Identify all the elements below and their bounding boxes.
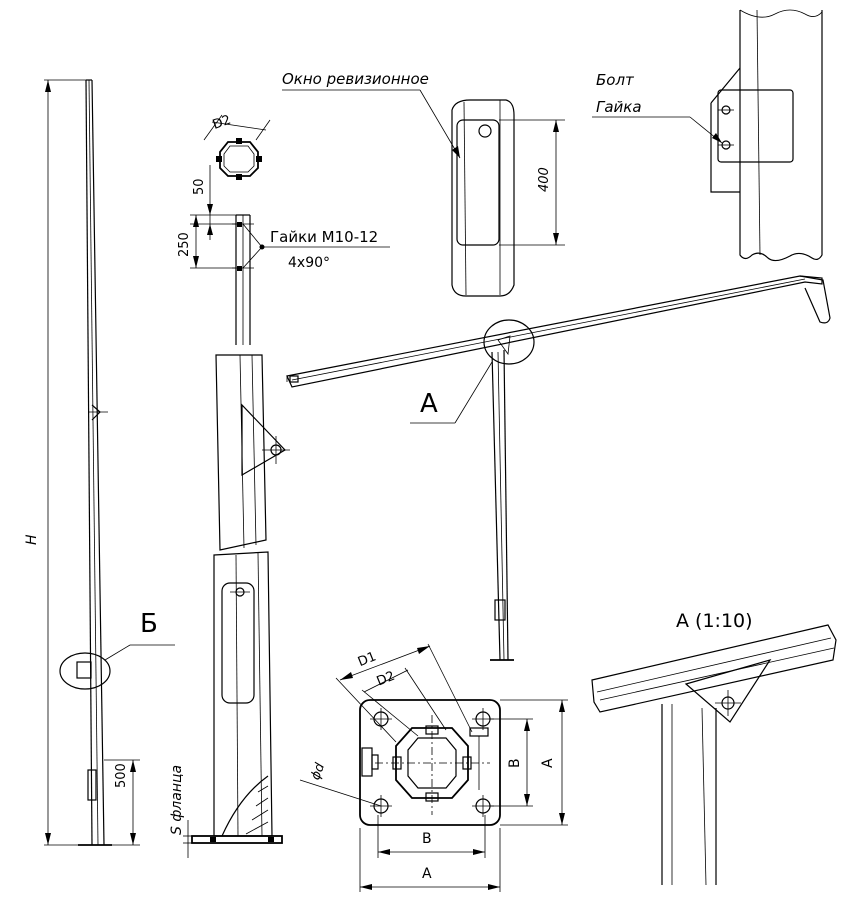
pole-lower-section: S фланца bbox=[169, 551, 283, 858]
callout-b: Б bbox=[140, 609, 158, 639]
pole-top-detail: D2 50 250 Гайки М10-12 4x90° bbox=[177, 113, 390, 345]
pole-middle-section bbox=[215, 354, 290, 551]
dim-250: 250 bbox=[177, 232, 192, 257]
dim-50: 50 bbox=[192, 178, 207, 195]
callout-a: А bbox=[420, 389, 438, 419]
flange-label: S фланца bbox=[169, 765, 185, 835]
nuts-spec: Гайки М10-12 bbox=[270, 228, 378, 246]
dim-B-horizontal: B bbox=[422, 831, 432, 847]
dim-A-vertical: A bbox=[540, 758, 556, 768]
bolt-nut-detail: Болт Гайка bbox=[592, 9, 823, 262]
dim-500: 500 bbox=[114, 763, 129, 788]
dim-A-horizontal: A bbox=[422, 866, 432, 882]
dim-400: 400 bbox=[537, 167, 552, 192]
detail-a-view: А (1:10) bbox=[591, 610, 837, 886]
bolt-label: Болт bbox=[596, 71, 635, 89]
dim-D2-top: D2 bbox=[211, 113, 233, 133]
detail-a-title: А (1:10) bbox=[676, 610, 753, 632]
dim-B-vertical: B bbox=[507, 758, 523, 768]
flange-plate-view: D1 D2 ϕd B A B A bbox=[299, 643, 568, 892]
dim-H: H bbox=[24, 534, 40, 545]
nuts-count: 4x90° bbox=[288, 255, 330, 271]
nut-label: Гайка bbox=[596, 98, 642, 116]
inspection-window-view: 400 Окно ревизионное bbox=[282, 70, 565, 297]
full-pole-view: H Б 500 bbox=[24, 79, 175, 846]
dim-d: ϕd bbox=[308, 761, 328, 783]
inspection-window-label: Окно ревизионное bbox=[282, 70, 429, 88]
dim-D2: D2 bbox=[375, 669, 398, 690]
pole-with-arm: А bbox=[286, 275, 831, 661]
dim-D1: D1 bbox=[356, 649, 379, 670]
